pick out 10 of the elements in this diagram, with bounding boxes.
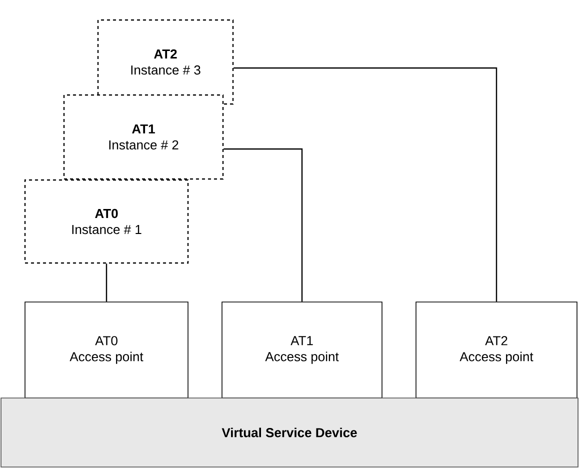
connector-line: [234, 67, 498, 302]
instance-box: AT0 Instance # 1: [24, 179, 189, 264]
device-bar: Virtual Service Device: [0, 398, 578, 468]
connector-line: [106, 264, 108, 302]
instance-box: AT2 Instance # 3: [97, 19, 234, 105]
access-point-box: AT1 Access point: [222, 302, 382, 398]
connector-line: [224, 148, 303, 302]
access-point-box: AT0 Access point: [24, 302, 188, 398]
access-point-box: AT2 Access point: [416, 302, 578, 398]
instance-box: AT1 Instance # 2: [63, 94, 224, 180]
